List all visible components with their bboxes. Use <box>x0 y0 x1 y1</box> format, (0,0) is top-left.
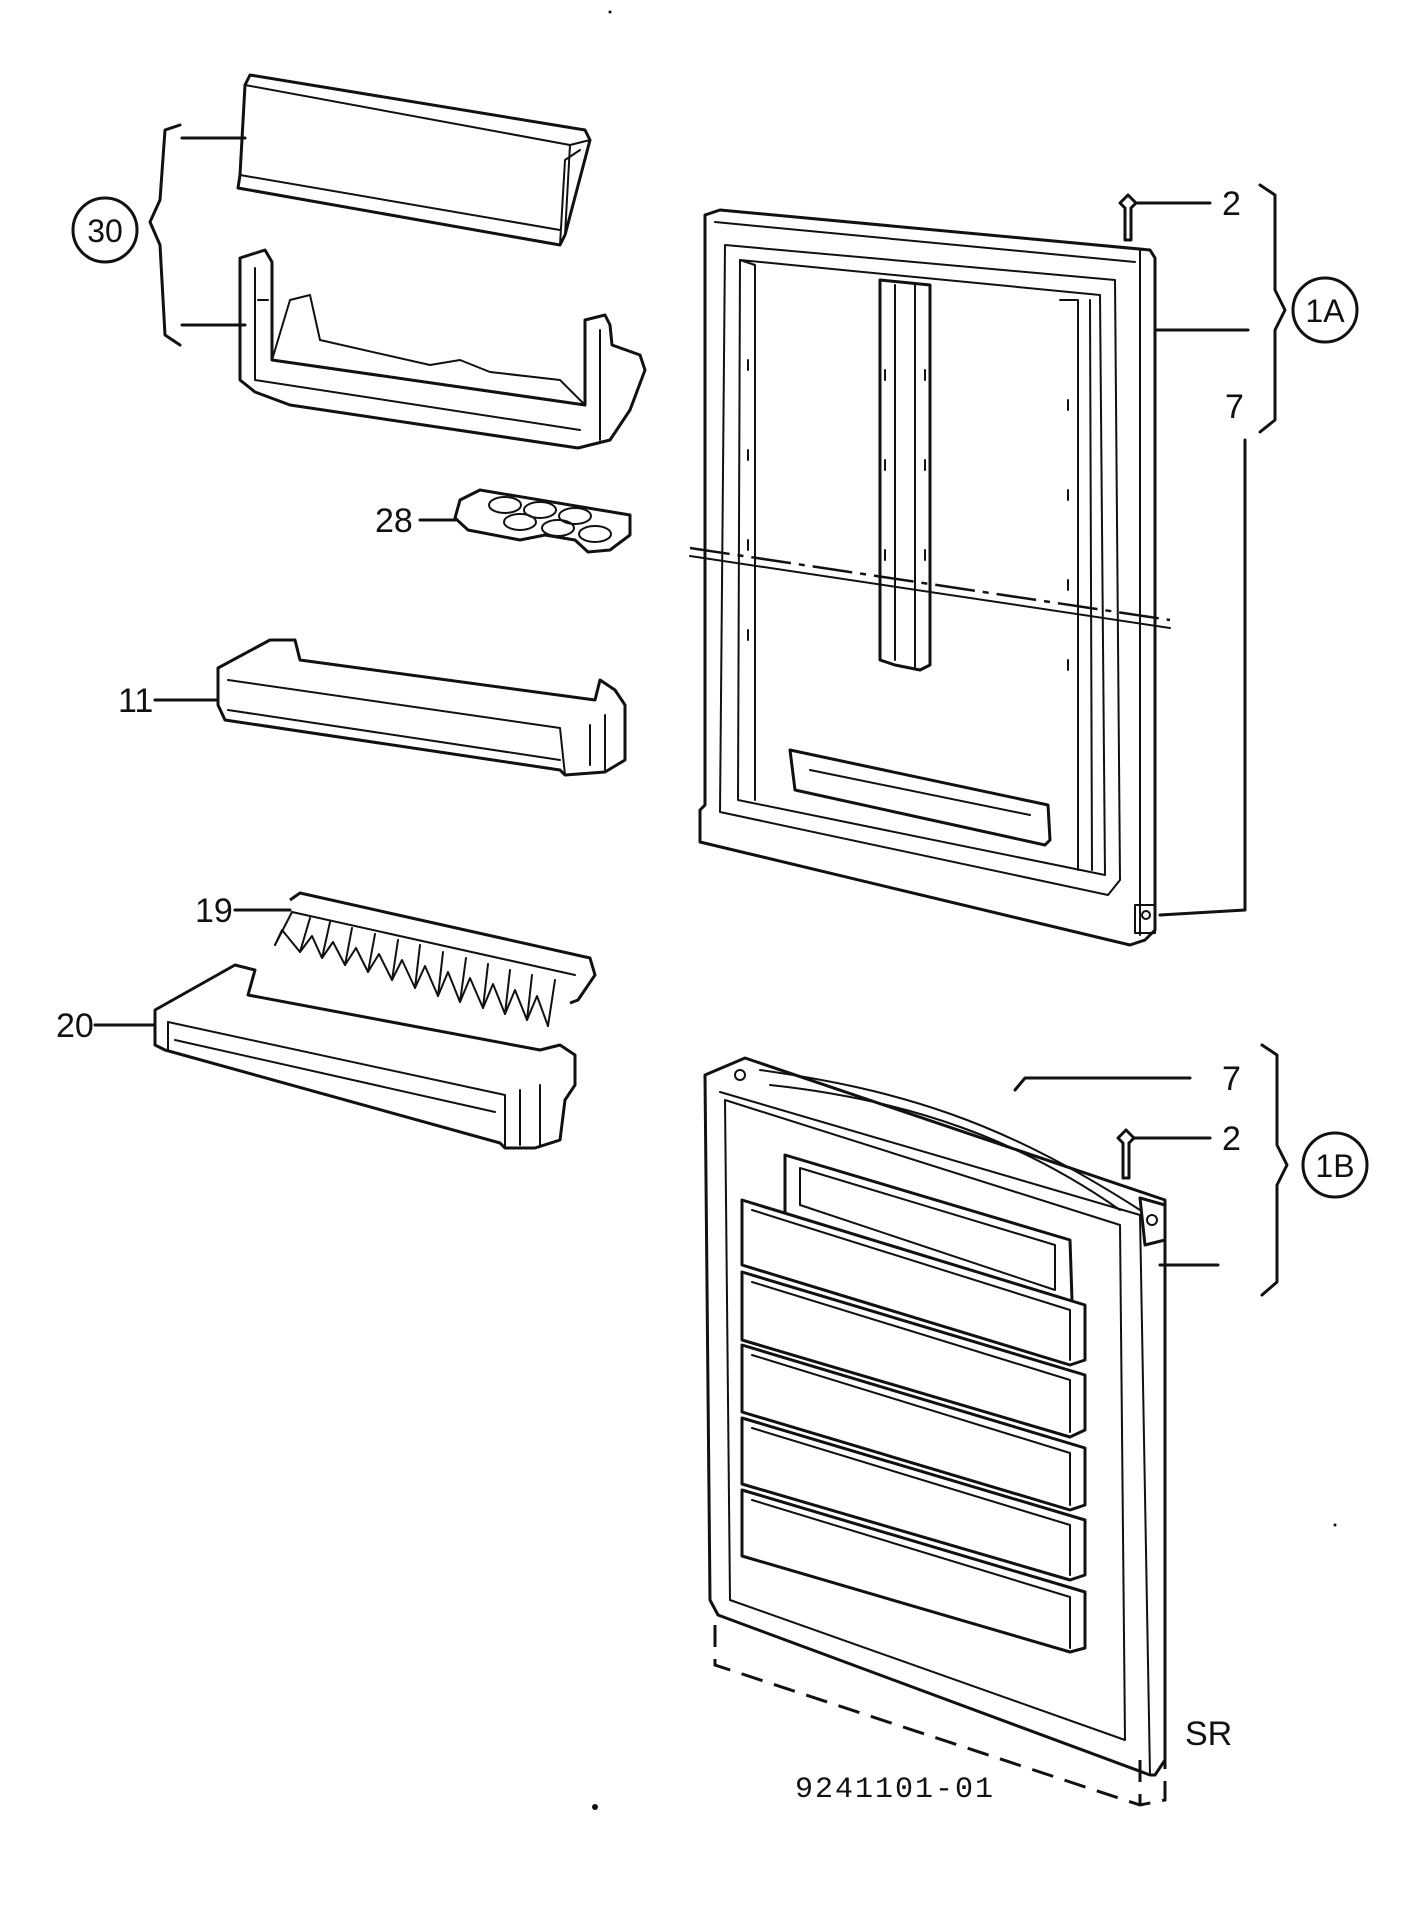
callout-2-top: 2 <box>1222 185 1241 223</box>
callout-2-bottom: 2 <box>1222 1120 1241 1158</box>
drawing-number: 9241101-01 <box>795 1773 995 1807</box>
shelf-lid-part <box>236 73 592 247</box>
callout-19: 19 <box>195 892 233 930</box>
callout-7-top: 7 <box>1225 388 1244 426</box>
callout-20: 20 <box>56 1007 94 1045</box>
speck <box>608 10 612 14</box>
small-door-shelf-part <box>153 638 627 777</box>
callout-7-bottom: 7 <box>1222 1060 1241 1098</box>
callout-1b: 1B <box>1315 1148 1354 1184</box>
callout-11: 11 <box>118 682 153 720</box>
callout-28: 28 <box>375 502 413 540</box>
shelf-rack-part <box>233 891 597 1027</box>
shelf-tray-part <box>238 248 647 450</box>
gasket-bottom-leader <box>1013 1076 1192 1092</box>
lower-door-part <box>703 1056 1167 1807</box>
screw-top-part <box>1118 193 1212 242</box>
gasket-top-leader <box>1158 438 1247 917</box>
bracket-1a <box>1153 183 1359 434</box>
large-door-shelf-part <box>93 963 577 1150</box>
screw-bottom-part <box>1116 1128 1212 1180</box>
callout-1a: 1A <box>1305 293 1345 329</box>
upper-door-part <box>698 208 1157 947</box>
callout-30: 30 <box>87 213 123 249</box>
speck <box>592 1804 598 1810</box>
version-mark: SR <box>1185 1715 1232 1753</box>
bracket-30 <box>71 123 247 347</box>
break-line <box>689 546 1171 622</box>
egg-tray-part <box>418 488 632 554</box>
break-line-inner <box>689 555 1171 629</box>
bracket-1b <box>1158 1043 1369 1297</box>
speck <box>1333 1523 1337 1527</box>
